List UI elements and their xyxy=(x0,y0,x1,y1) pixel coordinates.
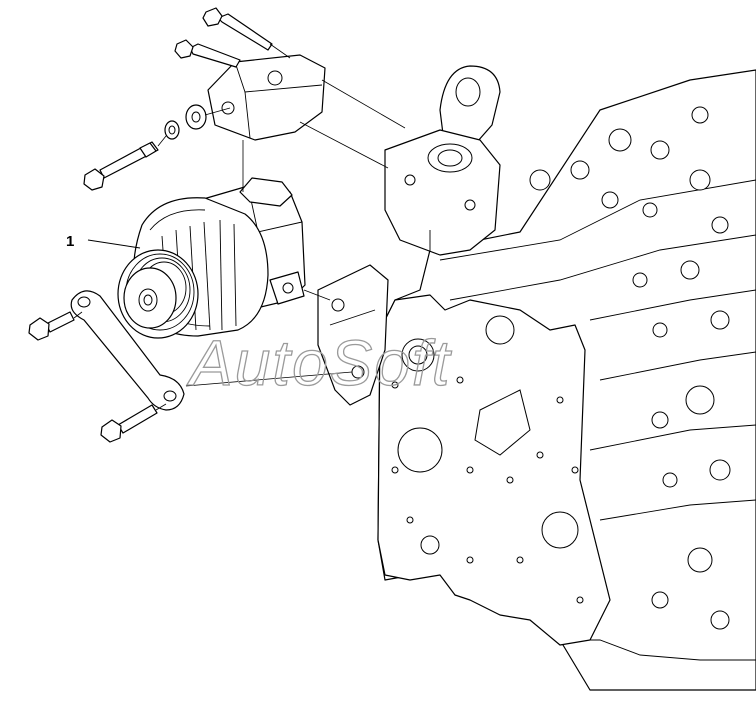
alternator-upper-bracket xyxy=(207,54,326,141)
alternator xyxy=(117,177,306,339)
adjusting-strap xyxy=(70,290,185,411)
callout-1: 1 xyxy=(66,233,141,250)
bolt-top xyxy=(202,7,273,51)
spacer-bushing xyxy=(185,104,207,130)
watermark-text: AutoSoft xyxy=(186,327,452,399)
assembly-lines xyxy=(73,43,406,411)
engine-mounting-bracket xyxy=(384,129,501,256)
lifting-eye xyxy=(439,65,501,151)
bolt-upper-bracket xyxy=(174,39,241,68)
washer xyxy=(164,120,180,140)
callout-number: 1 xyxy=(66,233,74,250)
front-plate xyxy=(377,294,611,646)
bolt-strap xyxy=(28,311,75,341)
alternator-lower-bracket xyxy=(317,264,389,406)
bolt-long xyxy=(83,141,159,191)
callout-leader xyxy=(87,239,141,249)
bolt-lower xyxy=(100,404,158,443)
